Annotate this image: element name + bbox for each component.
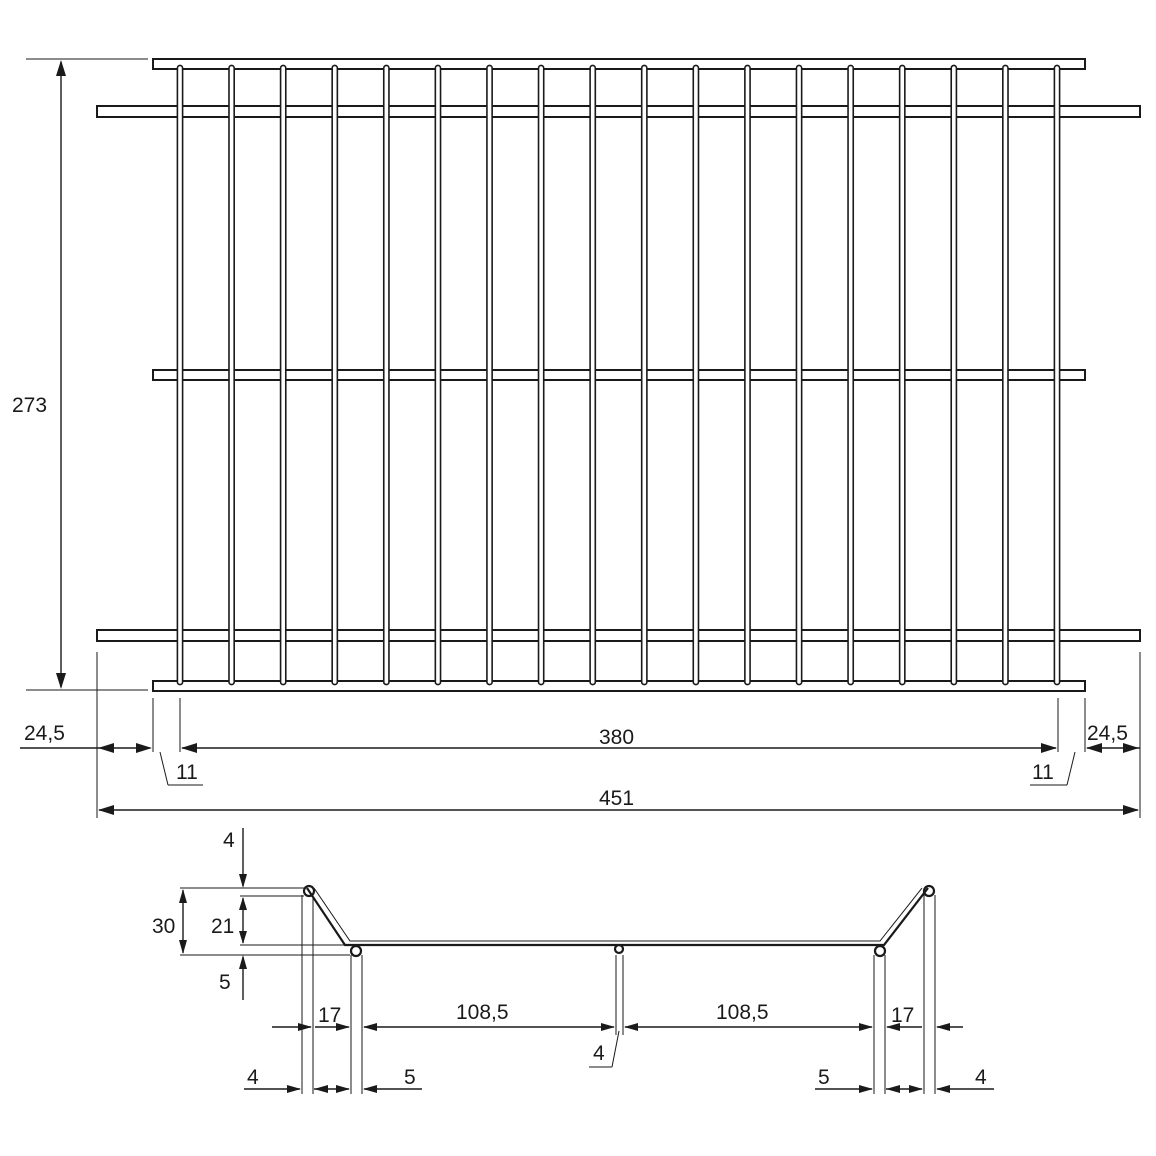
- span-left-label: 108,5: [456, 1001, 509, 1024]
- wire-section-bottom-right: [873, 944, 887, 958]
- vertical-wire-7: [486, 64, 493, 686]
- vertical-wire-13: [795, 64, 803, 686]
- wire-left-label: 4: [247, 1066, 259, 1089]
- long-bar-top: [96, 105, 1141, 118]
- wire-section-top-right: [922, 884, 936, 898]
- top-gap-label: 4: [223, 829, 235, 852]
- vertical-wire-18: [1053, 64, 1061, 686]
- vertical-wire-11: [692, 64, 700, 686]
- vertical-wire-17: [1002, 64, 1009, 686]
- bottom-gap-label: 5: [219, 971, 231, 994]
- vertical-wire-6: [434, 64, 442, 686]
- short-bar-middle: [152, 369, 1086, 381]
- vertical-wire-16: [950, 64, 958, 686]
- total-width-label: 451: [599, 787, 634, 810]
- vertical-wire-2: [228, 64, 235, 686]
- vertical-wire-12: [744, 64, 751, 686]
- height-dimension-label: 273: [12, 394, 47, 417]
- profile-outline: [306, 887, 929, 947]
- short-bar-top: [152, 58, 1086, 70]
- long-bar-bottom: [96, 629, 1141, 642]
- vertical-wire-1: [176, 64, 184, 686]
- side-run-left-label: 17: [318, 1004, 341, 1027]
- overhang-right-label: 24,5: [1087, 722, 1128, 745]
- total-height-label: 30: [152, 915, 175, 938]
- vertical-wire-10: [640, 64, 648, 686]
- vertical-wire-5: [382, 64, 390, 686]
- wire-right-label: 4: [975, 1066, 987, 1089]
- vertical-wire-3: [279, 64, 287, 686]
- wire-section-bottom-left: [349, 944, 363, 958]
- gap-right-label: 5: [818, 1066, 830, 1089]
- offset-left-label: 11: [176, 761, 198, 784]
- wire-section-center: [613, 943, 625, 955]
- profile-view: 4 30 21 5 17 108,5: [152, 828, 994, 1094]
- vertical-wire-15: [898, 64, 906, 686]
- inner-span-label: 380: [599, 726, 634, 749]
- vertical-wires: [176, 64, 1061, 686]
- top-view: 273 24,5 380 24,5 11 11: [12, 58, 1141, 818]
- gap-left-label: 5: [404, 1066, 416, 1089]
- side-height-label: 21: [211, 915, 234, 938]
- vertical-wire-8: [537, 64, 545, 686]
- side-run-right-label: 17: [891, 1004, 914, 1027]
- span-right-label: 108,5: [716, 1001, 769, 1024]
- vertical-wire-9: [589, 64, 597, 686]
- short-bar-bottom: [152, 680, 1086, 692]
- center-wire-label: 4: [593, 1042, 605, 1065]
- offset-right-label: 11: [1032, 761, 1054, 784]
- wire-section-top-left: [302, 884, 316, 898]
- vertical-wire-14: [847, 64, 855, 686]
- vertical-wire-4: [331, 64, 339, 686]
- overhang-left-label: 24,5: [24, 722, 65, 745]
